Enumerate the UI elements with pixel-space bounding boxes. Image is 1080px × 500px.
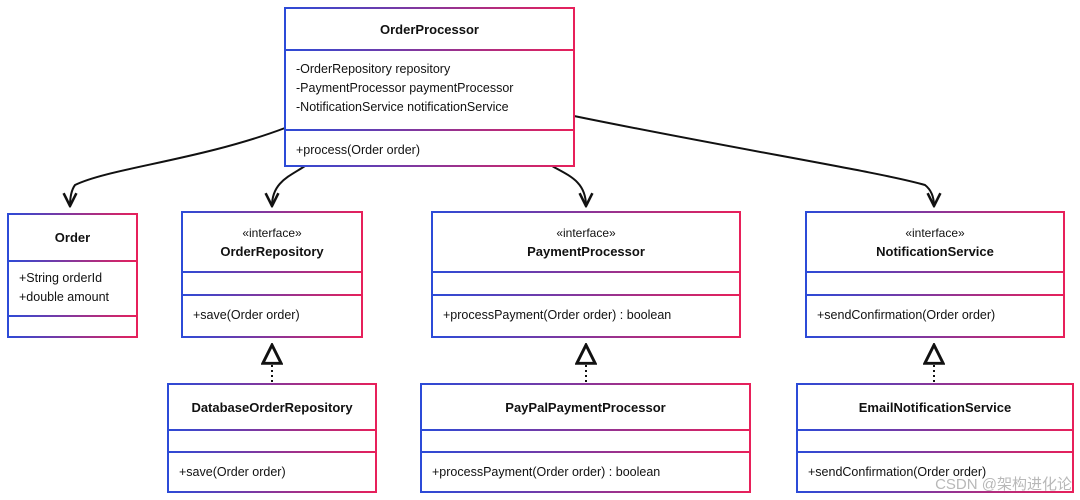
methods-section: +save(Order order) <box>181 294 363 336</box>
class-notification-service[interactable]: «interface» NotificationService +sendCon… <box>805 211 1065 338</box>
methods-section: +save(Order order) <box>167 451 377 491</box>
class-header: «interface» PaymentProcessor <box>433 213 739 271</box>
class-header: «interface» OrderRepository <box>183 213 361 271</box>
class-header: DatabaseOrderRepository <box>169 385 375 429</box>
class-name: PaymentProcessor <box>527 243 645 259</box>
class-name: DatabaseOrderRepository <box>191 399 353 415</box>
methods-section: +processPayment(Order order) : boolean <box>431 294 741 336</box>
attributes-section <box>796 429 1074 451</box>
attributes-section <box>805 271 1065 294</box>
class-header: «interface» NotificationService <box>807 213 1063 271</box>
attribute: -NotificationService notificationService <box>296 100 509 114</box>
attribute: -PaymentProcessor paymentProcessor <box>296 81 514 95</box>
attributes-section <box>167 429 377 451</box>
method: +save(Order order) <box>193 308 300 322</box>
assoc-order-processor-to-payment-processor <box>551 165 586 206</box>
attributes-section <box>420 429 751 451</box>
attribute: +double amount <box>19 290 110 304</box>
attribute: +String orderId <box>19 271 103 285</box>
attributes-section <box>431 271 741 294</box>
method: +save(Order order) <box>179 465 286 479</box>
class-header: PayPalPaymentProcessor <box>422 385 749 429</box>
method: +sendConfirmation(Order order) <box>808 465 987 479</box>
attribute: -OrderRepository repository <box>296 62 451 76</box>
stereotype-label: «interface» <box>242 225 302 240</box>
stereotype-label: «interface» <box>556 225 616 240</box>
attributes-section <box>181 271 363 294</box>
methods-section: +process(Order order) <box>284 129 575 165</box>
class-name: OrderProcessor <box>380 21 479 37</box>
class-name: NotificationService <box>876 243 994 259</box>
assoc-order-processor-to-notification-service <box>573 115 934 206</box>
method: +process(Order order) <box>296 143 420 157</box>
watermark: CSDN @架构进化论 <box>935 476 1072 493</box>
method: +sendConfirmation(Order order) <box>817 308 996 322</box>
methods-section: +sendConfirmation(Order order) <box>805 294 1065 336</box>
attributes-section: -OrderRepository repository -PaymentProc… <box>284 49 575 129</box>
methods-section: +sendConfirmation(Order order) <box>796 451 1074 491</box>
method: +processPayment(Order order) : boolean <box>443 308 672 322</box>
class-header: OrderProcessor <box>286 9 573 49</box>
class-email-notification-service[interactable]: EmailNotificationService +sendConfirmati… <box>796 383 1074 493</box>
methods-section <box>7 315 138 336</box>
class-payment-processor[interactable]: «interface» PaymentProcessor +processPay… <box>431 211 741 338</box>
class-name: Order <box>54 230 91 245</box>
attributes-section: +String orderId +double amount <box>7 260 138 315</box>
class-order-repository[interactable]: «interface» OrderRepository +save(Order … <box>181 211 363 338</box>
stereotype-label: «interface» <box>905 225 965 240</box>
class-name: OrderRepository <box>220 243 324 259</box>
class-header: Order <box>9 215 136 260</box>
class-order[interactable]: Order +String orderId +double amount <box>7 213 138 338</box>
class-database-order-repository[interactable]: DatabaseOrderRepository +save(Order orde… <box>167 383 377 493</box>
class-name: EmailNotificationService <box>858 399 1012 415</box>
class-paypal-payment-processor[interactable]: PayPalPaymentProcessor +processPayment(O… <box>420 383 751 493</box>
method: +processPayment(Order order) : boolean <box>432 465 661 479</box>
assoc-order-processor-to-order <box>70 127 286 206</box>
methods-section: +processPayment(Order order) : boolean <box>420 451 751 491</box>
class-name: PayPalPaymentProcessor <box>505 399 666 415</box>
assoc-order-processor-to-order-repository <box>272 165 306 206</box>
class-order-processor[interactable]: OrderProcessor -OrderRepository reposito… <box>284 7 575 167</box>
class-header: EmailNotificationService <box>798 385 1072 429</box>
